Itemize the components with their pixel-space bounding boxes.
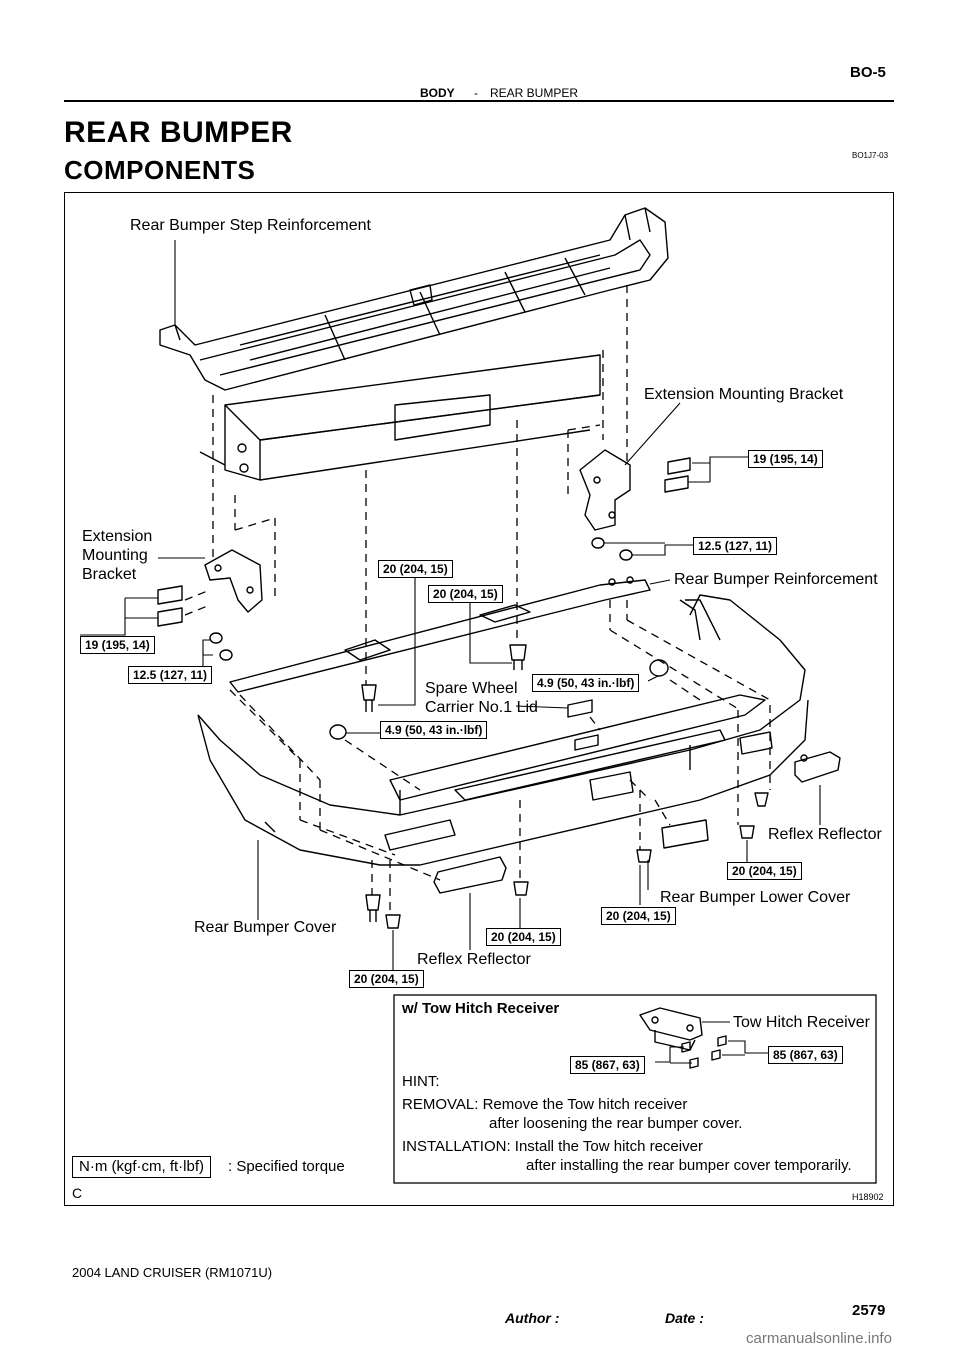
alignment-lines xyxy=(184,285,771,912)
footer-page-number: 2579 xyxy=(852,1302,886,1319)
inset-box-frame xyxy=(393,994,877,1184)
torque-12-5-right: 12.5 (127, 11) xyxy=(693,537,778,555)
step-reinforcement-drawing xyxy=(159,207,669,391)
hint-installation-line-2: after installing the rear bumper cover t… xyxy=(526,1157,852,1174)
label-reinforcement: Rear Bumper Reinforcement xyxy=(674,571,878,588)
hint-label: HINT: xyxy=(402,1073,440,1090)
torque-20-d: 20 (204, 15) xyxy=(601,907,676,925)
frame-member-drawing xyxy=(199,354,601,481)
footer-author-label: Author : xyxy=(505,1310,560,1326)
footer-date-label: Date : xyxy=(665,1310,704,1326)
label-reflex-reflector-right: Reflex Reflector xyxy=(768,826,882,843)
torque-20-a: 20 (204, 15) xyxy=(378,560,453,578)
page-title: REAR BUMPER xyxy=(64,116,293,149)
tow-hitch-drawing xyxy=(639,1007,727,1069)
torque-20-e: 20 (204, 15) xyxy=(486,928,561,946)
footer-watermark[interactable]: carmanualsonline.info xyxy=(746,1330,892,1347)
torque-4-9-b: 4.9 (50, 43 in.·lbf) xyxy=(380,721,488,739)
page-code: BO-5 xyxy=(850,64,886,81)
label-spare-wheel-lid-1: Spare Wheel xyxy=(425,680,518,697)
left-bracket-drawing xyxy=(157,549,263,661)
torque-20-b: 20 (204, 15) xyxy=(428,585,503,603)
label-spare-wheel-lid-2: Carrier No.1 Lid xyxy=(425,699,538,716)
header-separator: - xyxy=(474,86,478,100)
header-subsection: REAR BUMPER xyxy=(490,86,579,100)
page-subtitle: COMPONENTS xyxy=(64,155,256,185)
label-bumper-cover: Rear Bumper Cover xyxy=(194,919,337,936)
document-id: BO1J7-03 xyxy=(852,151,889,160)
header-section: BODY xyxy=(420,86,455,100)
leader-lines xyxy=(80,240,821,1064)
legend-unit-box: N·m (kgf·cm, ft·lbf) xyxy=(72,1156,211,1178)
fasteners-drawing xyxy=(329,644,669,740)
reflectors-drawing xyxy=(433,751,841,894)
figure-id: H18902 xyxy=(852,1192,884,1202)
torque-20-f: 20 (204, 15) xyxy=(349,970,424,988)
torque-85-a: 85 (867, 63) xyxy=(570,1056,645,1074)
label-extension-bracket-right: Extension Mounting Bracket xyxy=(644,386,844,403)
label-reflex-reflector-left: Reflex Reflector xyxy=(417,951,531,968)
header-rule xyxy=(64,100,894,102)
torque-4-9-a: 4.9 (50, 43 in.·lbf) xyxy=(532,674,640,692)
figure-frame xyxy=(64,192,894,1206)
legend-text: : Specified torque xyxy=(228,1158,345,1175)
label-extension-bracket-left-2: Mounting xyxy=(82,547,148,564)
label-extension-bracket-left-1: Extension xyxy=(82,528,153,545)
label-step-reinforcement: Rear Bumper Step Reinforcement xyxy=(130,217,371,234)
torque-19-right: 19 (195, 14) xyxy=(748,450,823,468)
lower-bolts-drawing xyxy=(365,792,769,929)
label-lower-cover: Rear Bumper Lower Cover xyxy=(660,889,851,906)
footer-model: 2004 LAND CRUISER (RM1071U) xyxy=(72,1265,273,1280)
torque-85-b: 85 (867, 63) xyxy=(768,1046,843,1064)
torque-19-left: 19 (195, 14) xyxy=(80,636,155,654)
bumper-cover-drawing xyxy=(197,594,809,866)
label-tow-hitch-receiver: Tow Hitch Receiver xyxy=(733,1014,870,1031)
hint-installation-line-1: INSTALLATION: Install the Tow hitch rece… xyxy=(402,1138,703,1155)
corner-code: C xyxy=(72,1185,83,1201)
hint-removal-line-2: after loosening the rear bumper cover. xyxy=(489,1115,743,1132)
label-extension-bracket-left-3: Bracket xyxy=(82,566,137,583)
reinforcement-drawing xyxy=(229,576,651,693)
inset-title: w/ Tow Hitch Receiver xyxy=(402,1000,560,1017)
torque-20-c: 20 (204, 15) xyxy=(727,862,802,880)
torque-12-5-left: 12.5 (127, 11) xyxy=(128,666,213,684)
hint-removal-line-1: REMOVAL: Remove the Tow hitch receiver xyxy=(402,1096,688,1113)
